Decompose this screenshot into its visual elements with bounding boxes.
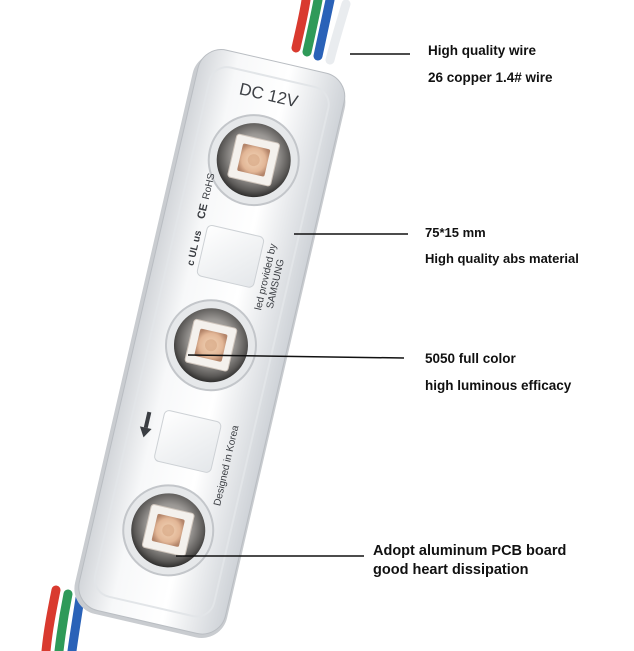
callout-led-line-1: 5050 full color	[425, 351, 516, 366]
callout-lines	[176, 53, 410, 557]
callout-led: 5050 full color high luminous efficacy	[425, 345, 571, 399]
callout-wire: High quality wire 26 copper 1.4# wire	[428, 37, 553, 91]
module-shell: DC 12V c UL us CE RoHS led provided by S…	[74, 49, 346, 638]
callout-size-line-1: 75*15 mm	[425, 225, 486, 240]
led-1	[207, 114, 300, 207]
callout-size-line-2: High quality abs material	[425, 251, 579, 266]
callout-size: 75*15 mm High quality abs material	[425, 220, 579, 272]
ce-mark: CE	[195, 203, 210, 221]
wires-top	[291, 0, 351, 65]
callout-wire-line-2: 26 copper 1.4# wire	[428, 70, 553, 85]
pad-square-1	[196, 224, 265, 288]
led-3	[122, 484, 215, 577]
callout-pcb-line-2: good heart dissipation	[373, 562, 529, 578]
callout-line-led	[187, 354, 405, 359]
callout-pcb-line-1: Adopt aluminum PCB board	[373, 543, 567, 559]
wires-bottom	[41, 585, 85, 651]
callout-wire-line-1: High quality wire	[428, 43, 537, 58]
callout-led-line-2: high luminous efficacy	[425, 378, 572, 393]
led-2	[164, 299, 257, 392]
arrow-down-icon	[139, 411, 152, 438]
callout-pcb: Adopt aluminum PCB board good heart diss…	[373, 542, 566, 580]
pad-square-2	[154, 410, 222, 473]
